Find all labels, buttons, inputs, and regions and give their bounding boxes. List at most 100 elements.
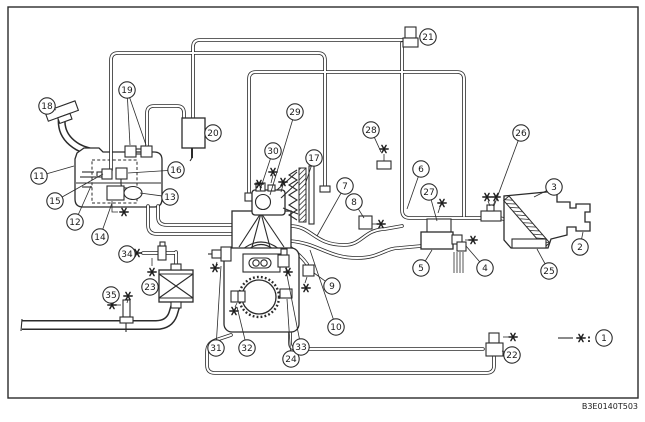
callout-number: 1 [601, 334, 607, 344]
callout-circle [118, 245, 136, 263]
callout-layer: 1234567891011121314151617181920212223242… [30, 28, 613, 368]
callout-16: 16 [127, 161, 185, 179]
callout-2: 2 [571, 231, 589, 256]
valve-8 [358, 215, 376, 230]
callout-number: 14 [94, 233, 106, 243]
callout-number: 18 [41, 102, 53, 112]
callout-leader [581, 231, 584, 240]
asterisk-mark [278, 177, 288, 187]
callout-leader [309, 249, 334, 320]
tank-valve-16 [115, 167, 128, 180]
filter-zigzag [287, 169, 299, 221]
callout-number: 24 [285, 355, 297, 365]
callout-number: 30 [267, 147, 279, 157]
callout-circle [420, 183, 438, 201]
aircleaner-housing-wall [308, 165, 315, 225]
callout-11: 11 [30, 165, 75, 185]
callout-33: 33 [285, 269, 310, 356]
callout-circle [91, 228, 109, 246]
air-filter-element-17 [298, 167, 307, 223]
resonator-25 [511, 238, 547, 249]
callout-circle [167, 161, 185, 179]
tank-top-valve-right [140, 145, 153, 158]
callout-22: 22 [501, 346, 521, 364]
callout-circle [282, 350, 300, 368]
callout-15: 15 [46, 173, 104, 210]
callout-number: 13 [164, 193, 175, 203]
fitting-31 [220, 246, 232, 262]
asterisk-mark [491, 192, 501, 202]
callout-12: 12 [66, 185, 92, 231]
callout-10: 10 [309, 249, 345, 336]
sensor-9 [302, 264, 315, 284]
callout-leader [259, 158, 271, 191]
callout-number: 9 [329, 282, 335, 292]
asterisk-mark [468, 235, 478, 245]
callout-number: 4 [482, 264, 488, 274]
callout-19: 19 [118, 81, 147, 146]
fitting-26 [480, 210, 502, 222]
tank-internals [96, 145, 153, 213]
tank-top-valve-left [124, 145, 137, 158]
callout-23: 23 [141, 278, 159, 296]
callout-number: 11 [33, 172, 44, 182]
callout-leader [313, 272, 326, 282]
callout-circle [305, 149, 323, 167]
callout-number: 7 [342, 182, 348, 192]
callout-leader [424, 249, 433, 262]
callout-leader [430, 199, 438, 222]
callout-number: 19 [121, 86, 133, 96]
asterisk-mark [576, 333, 586, 343]
callout-circle [264, 142, 282, 160]
callout-27: 27 [420, 183, 438, 222]
callout-number: 21 [422, 33, 433, 43]
callout-circle [46, 192, 64, 210]
callout-circle [545, 178, 563, 196]
asterisk-mark [301, 283, 311, 293]
callout-leader [304, 165, 312, 186]
callout-number: 25 [543, 267, 554, 277]
callout-leader [129, 97, 147, 146]
callout-30: 30 [259, 142, 282, 191]
callout-31: 31 [207, 265, 225, 357]
fuel-filter-5-top [426, 218, 452, 234]
tank-valve-15 [101, 168, 113, 180]
callout-number: 27 [423, 188, 434, 198]
callout-number: 16 [170, 166, 182, 176]
callout-circle [412, 259, 430, 277]
asterisk-mark [119, 207, 129, 217]
callout-number: 12 [69, 218, 80, 228]
filler-cap [44, 100, 80, 125]
callout-number: 31 [210, 344, 221, 354]
callout-leader [77, 185, 92, 215]
flywheel-teeth [237, 275, 281, 319]
callout-7: 7 [316, 177, 354, 237]
callout-3: 3 [533, 178, 563, 198]
callout-4: 4 [465, 245, 494, 277]
tank-inner-dashed-box [91, 159, 138, 204]
callout-9: 9 [313, 272, 341, 295]
callout-number: 10 [330, 323, 342, 333]
asterisk-mark [229, 306, 239, 316]
callout-number: 15 [49, 197, 60, 207]
callout-circle [238, 339, 256, 357]
asterisk-mark [379, 144, 389, 154]
callout-leader [269, 119, 294, 196]
callout-34: 34 [118, 245, 136, 263]
asterisk-mark [123, 291, 133, 301]
callout-circle [362, 121, 380, 139]
callout-number: 26 [515, 129, 527, 139]
callout-20: 20 [204, 124, 222, 142]
callout-circle [38, 97, 56, 115]
valve-28 [376, 154, 392, 170]
callout-number: 2 [577, 243, 583, 253]
callout-29: 29 [269, 103, 304, 196]
callout-number: 23 [144, 283, 155, 293]
fitting-22 [485, 332, 508, 357]
callout-circle [419, 28, 437, 46]
callout-circle [141, 278, 159, 296]
callout-number: 3 [551, 183, 557, 193]
callout-circle [118, 81, 136, 99]
figure-code: B3E0140T503 [582, 402, 638, 411]
